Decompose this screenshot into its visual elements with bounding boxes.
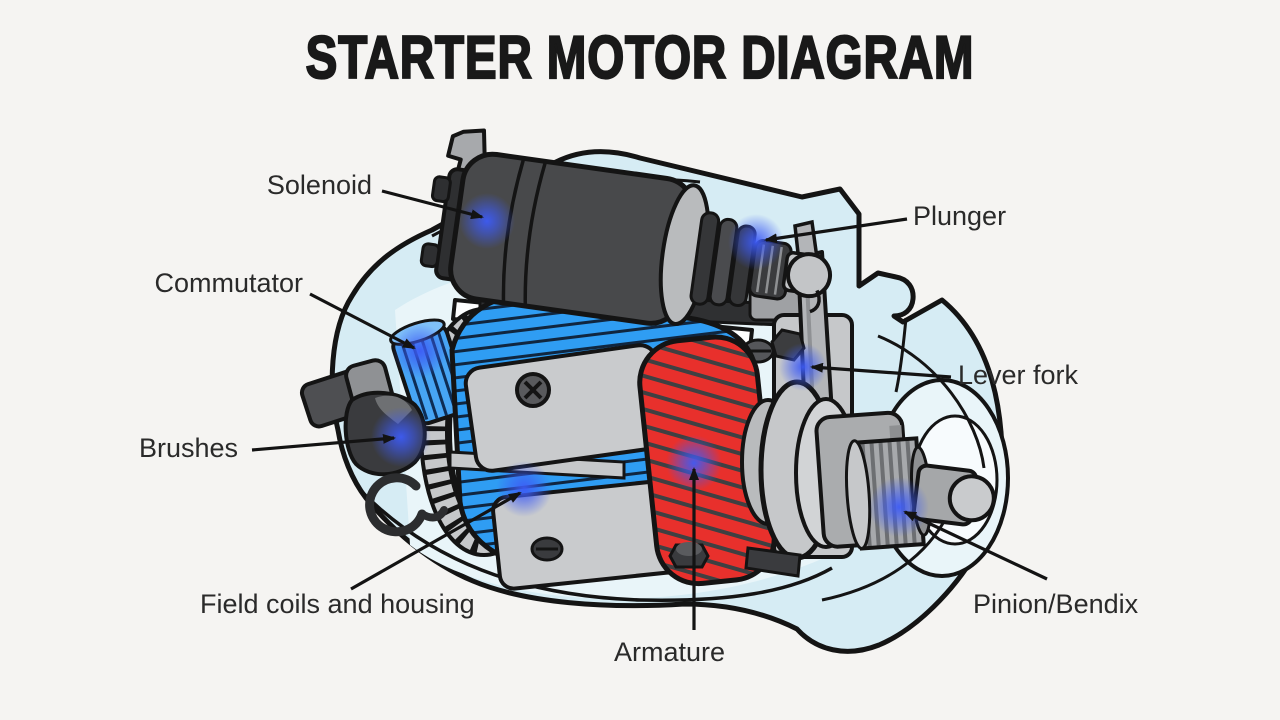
fork-tip <box>744 546 802 578</box>
arrow-pinion <box>903 510 1048 581</box>
highlight-lever-fork <box>779 343 827 391</box>
label-field-coils: Field coils and housing <box>200 589 475 619</box>
solenoid-part <box>419 128 833 327</box>
arrow-field-coils <box>350 491 522 591</box>
label-lever-fork: Lever fork <box>958 360 1079 390</box>
page-title: STARTER MOTOR DIAGRAM <box>305 24 975 92</box>
label-armature: Armature <box>614 637 726 667</box>
housing-boss-crease <box>894 317 908 393</box>
highlight-solenoid <box>459 193 515 249</box>
highlight-commutator <box>393 324 447 378</box>
floor-bolt <box>668 542 710 569</box>
part-highlights <box>371 193 929 537</box>
highlight-field-coils <box>496 461 552 517</box>
bell-crease-top <box>877 334 986 469</box>
label-plunger: Plunger <box>913 201 1007 231</box>
housing-bottom-crease <box>360 490 833 602</box>
label-pinion: Pinion/Bendix <box>973 589 1139 619</box>
arrow-lever-fork <box>810 362 952 379</box>
plunger-clevis <box>781 251 833 314</box>
highlight-brushes <box>371 407 431 467</box>
label-brushes: Brushes <box>138 433 238 463</box>
highlight-pinion <box>869 477 929 537</box>
arrow-solenoid <box>381 189 484 220</box>
brush-spring <box>365 473 448 537</box>
highlight-plunger <box>728 214 784 270</box>
arrow-commutator <box>309 292 416 350</box>
arrow-brushes <box>251 433 396 452</box>
label-commutator: Commutator <box>154 268 303 298</box>
callout-arrows <box>251 189 1048 630</box>
label-solenoid: Solenoid <box>266 170 372 200</box>
arrow-plunger <box>764 217 908 244</box>
highlight-armature <box>666 435 722 491</box>
